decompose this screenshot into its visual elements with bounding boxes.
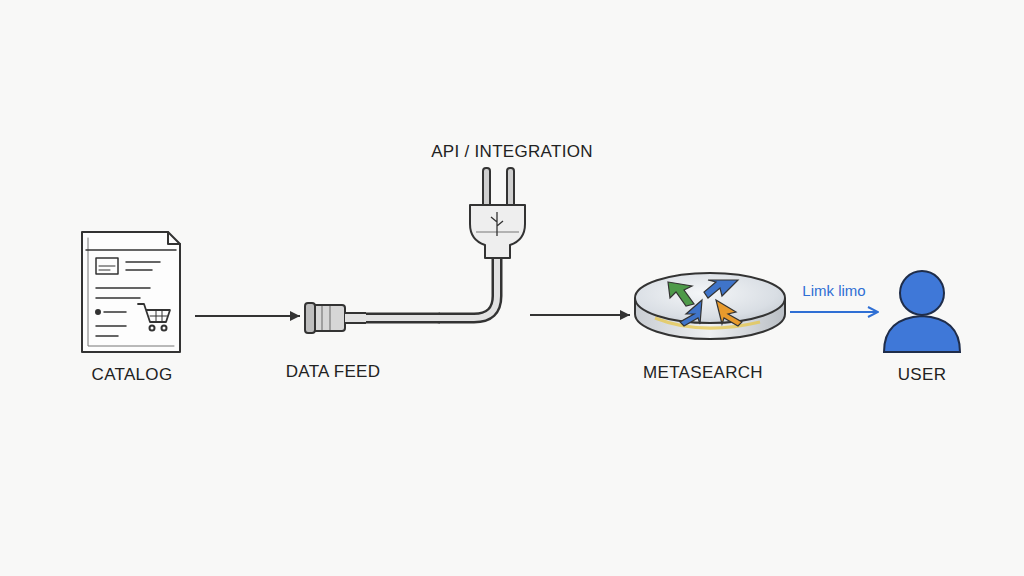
arrow-connector xyxy=(530,315,630,316)
node-label: USER xyxy=(898,365,946,385)
cable-connector xyxy=(366,318,440,319)
link-label: Limk limo xyxy=(802,282,865,300)
icon-node: METASEARCH xyxy=(630,270,790,388)
cable-illustration xyxy=(440,256,497,318)
node-label: DATA FEED xyxy=(286,362,381,382)
icon-node: CATALOG xyxy=(75,222,195,392)
icon-node: API / INTEGRATION xyxy=(440,140,530,330)
node-label: CATALOG xyxy=(92,365,173,385)
plug-icon xyxy=(470,168,525,258)
catalog-document-icon xyxy=(82,232,180,352)
icon-node: DATA FEED xyxy=(300,298,366,388)
icon-node: USER xyxy=(878,268,968,388)
data-feed-connector-icon xyxy=(305,303,366,333)
arrow-connector xyxy=(790,312,878,313)
metasearch-disc-icon xyxy=(635,273,785,339)
user-icon xyxy=(884,271,960,352)
node-label: METASEARCH xyxy=(643,363,763,383)
arrow-connector xyxy=(195,316,300,317)
node-label: API / INTEGRATION xyxy=(431,142,593,162)
